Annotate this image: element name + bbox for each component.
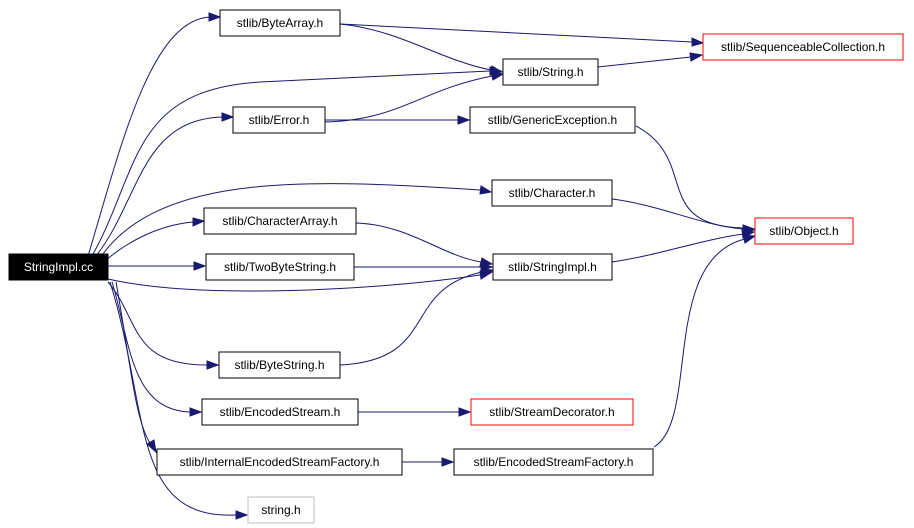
node-genexc-label: stlib/GenericException.h	[488, 113, 617, 127]
edge-root-error-arrowhead	[221, 112, 235, 122]
node-seqcoll[interactable]: stlib/SequenceableCollection.h	[702, 33, 904, 61]
node-bytearray-box	[219, 9, 341, 37]
node-object[interactable]: stlib/Object.h	[754, 217, 854, 245]
edge-chararray-stringimpl	[355, 222, 482, 263]
node-stringh[interactable]: string.h	[247, 496, 315, 524]
edge-root-chararray	[105, 221, 194, 261]
node-string-box	[502, 58, 599, 86]
edge-string-seqcoll	[597, 56, 692, 68]
node-bytestring-label: stlib/ByteString.h	[234, 358, 324, 372]
node-string[interactable]: stlib/String.h	[502, 58, 599, 86]
node-encstream-box	[201, 398, 359, 426]
node-character[interactable]: stlib/Character.h	[491, 179, 613, 207]
node-streamdec-box	[470, 398, 634, 426]
edge-root-twobyte-arrowhead	[193, 261, 207, 271]
node-character-label: stlib/Character.h	[509, 186, 596, 200]
node-chararray-box	[203, 207, 357, 235]
edge-root-intfactory	[115, 281, 151, 444]
edge-error-genexc-arrowhead	[457, 115, 471, 125]
nodes: StringImpl.cc stlib/ByteArray.h stlib/Se…	[8, 9, 904, 524]
node-object-label: stlib/Object.h	[769, 224, 838, 238]
edge-root-bytearray	[87, 16, 211, 257]
edge-root-error	[95, 116, 223, 257]
edge-bytestring-stringimpl	[339, 271, 483, 366]
node-intfactory[interactable]: stlib/InternalEncodedStreamFactory.h	[156, 448, 403, 476]
edge-root-stringh-arrowhead	[235, 510, 249, 520]
node-twobyte-label: stlib/TwoByteString.h	[224, 260, 336, 274]
edge-root-stringh	[109, 281, 237, 516]
node-encstream-label: stlib/EncodedStream.h	[220, 405, 341, 419]
edge-bytestring-stringimpl-arrowhead	[480, 268, 495, 278]
node-streamdec-label: stlib/StreamDecorator.h	[489, 405, 614, 419]
node-stringh-box	[247, 496, 315, 524]
node-encfactory-box	[453, 448, 654, 476]
node-seqcoll-box	[702, 33, 904, 61]
edge-root-encstream-arrowhead	[189, 407, 203, 417]
node-encfactory-label: stlib/EncodedStreamFactory.h	[474, 455, 634, 469]
node-seqcoll-label: stlib/SequenceableCollection.h	[721, 40, 885, 54]
node-string-label: stlib/String.h	[517, 65, 583, 79]
edge-character-object	[611, 198, 744, 230]
node-twobyte[interactable]: stlib/TwoByteString.h	[205, 253, 355, 281]
node-bytearray[interactable]: stlib/ByteArray.h	[219, 9, 341, 37]
edge-bytearray-seqcoll-arrowhead	[691, 37, 705, 47]
node-error-box	[232, 106, 326, 134]
node-intfactory-label: stlib/InternalEncodedStreamFactory.h	[180, 455, 380, 469]
node-bytestring[interactable]: stlib/ByteString.h	[218, 351, 341, 379]
node-character-box	[491, 179, 613, 207]
edge-root-intfactory-arrowhead	[146, 439, 157, 454]
edge-encfactory-object-arrowhead	[742, 234, 757, 244]
edge-root-chararray-arrowhead	[192, 217, 206, 227]
node-stringimpl[interactable]: stlib/StringImpl.h	[492, 253, 613, 281]
edge-encstream-streamdec-arrowhead	[458, 407, 472, 417]
node-root[interactable]: StringImpl.cc	[8, 253, 109, 281]
node-error-label: stlib/Error.h	[249, 113, 310, 127]
edge-root-stringimpl	[107, 274, 481, 292]
edge-root-bytestring	[107, 281, 208, 366]
node-root-box	[8, 253, 109, 281]
node-encstream[interactable]: stlib/EncodedStream.h	[201, 398, 359, 426]
edge-bytearray-seqcoll	[339, 23, 693, 43]
edge-error-string	[324, 75, 493, 123]
edge-bytearray-string	[339, 23, 492, 71]
node-error[interactable]: stlib/Error.h	[232, 106, 326, 134]
node-chararray-label: stlib/CharacterArray.h	[222, 214, 337, 228]
edge-root-bytestring-arrowhead	[206, 360, 220, 370]
node-twobyte-box	[205, 253, 355, 281]
edge-genexc-object	[635, 125, 744, 229]
edge-stringimpl-object	[611, 233, 744, 263]
edge-root-encstream	[111, 281, 191, 413]
edge-root-bytearray-arrowhead	[208, 12, 222, 22]
edge-error-string-arrowhead	[490, 71, 505, 81]
node-bytearray-label: stlib/ByteArray.h	[237, 16, 323, 30]
edges	[87, 12, 757, 520]
node-stringimpl-box	[492, 253, 613, 281]
node-stringimpl-label: stlib/StringImpl.h	[508, 260, 597, 274]
node-streamdec[interactable]: stlib/StreamDecorator.h	[470, 398, 634, 426]
edge-root-character-arrowhead	[479, 185, 493, 195]
edge-string-seqcoll-arrowhead	[689, 52, 704, 62]
node-bytestring-box	[218, 351, 341, 379]
edge-intfactory-encfactory-arrowhead	[441, 457, 455, 467]
node-chararray[interactable]: stlib/CharacterArray.h	[203, 207, 357, 235]
node-stringh-label: string.h	[261, 503, 300, 517]
node-genexc-box	[469, 106, 636, 134]
node-genexc[interactable]: stlib/GenericException.h	[469, 106, 636, 134]
node-intfactory-box	[156, 448, 403, 476]
node-root-label: StringImpl.cc	[24, 260, 93, 274]
edge-encfactory-object	[653, 238, 746, 448]
node-object-box	[754, 217, 854, 245]
node-encfactory[interactable]: stlib/EncodedStreamFactory.h	[453, 448, 654, 476]
edge-root-string	[91, 70, 491, 257]
edge-root-character	[99, 183, 481, 259]
